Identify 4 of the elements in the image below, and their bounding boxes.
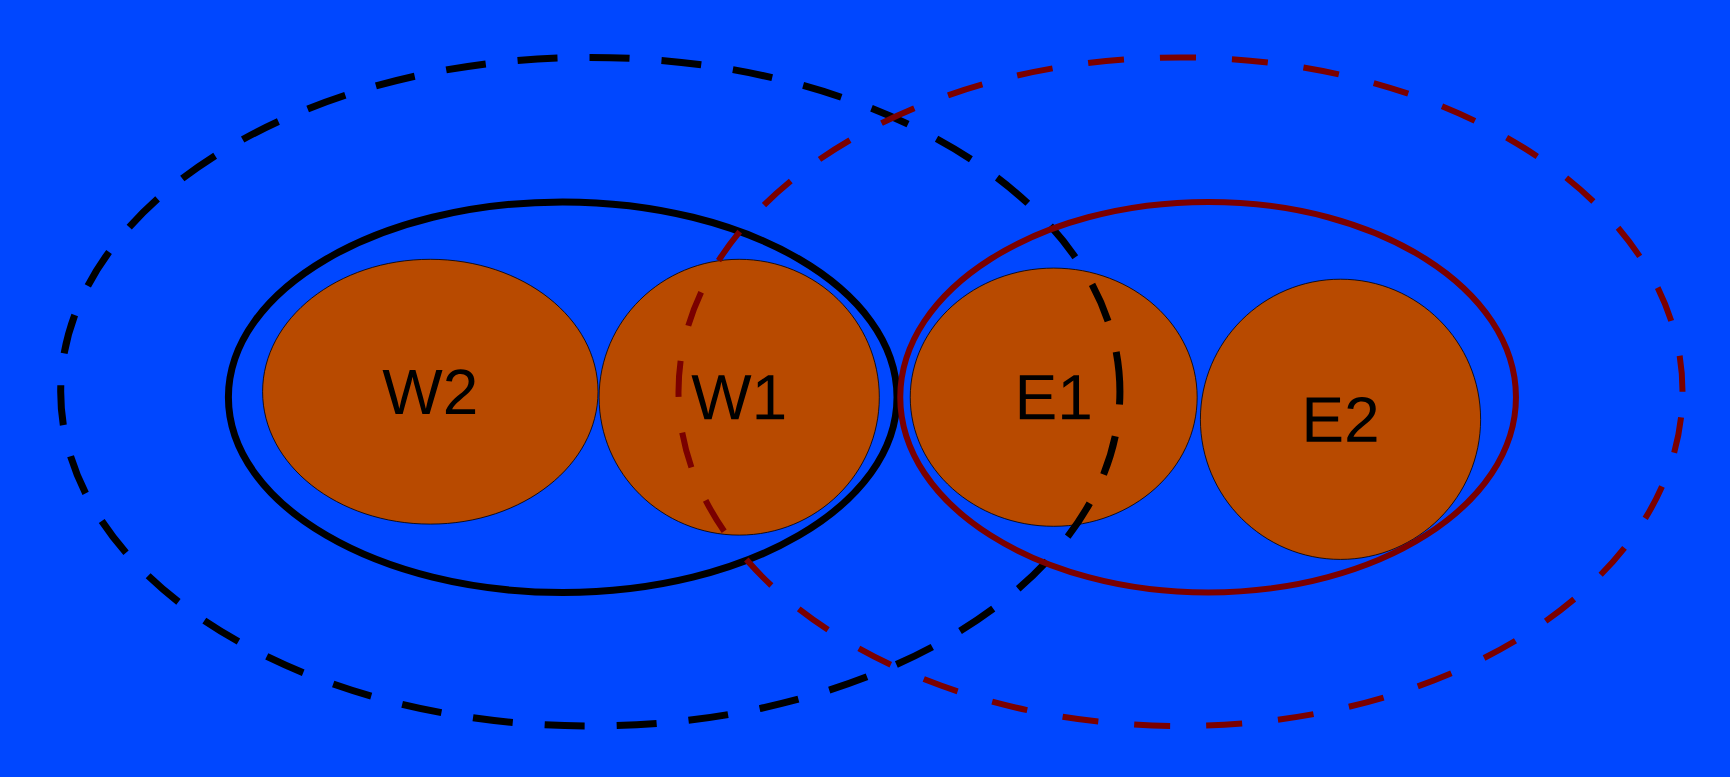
- ellipse: [897, 198, 1519, 596]
- ellipse: [224, 198, 901, 596]
- dashed-ellipse: [675, 54, 1686, 729]
- dashed-ellipse: [57, 53, 1124, 730]
